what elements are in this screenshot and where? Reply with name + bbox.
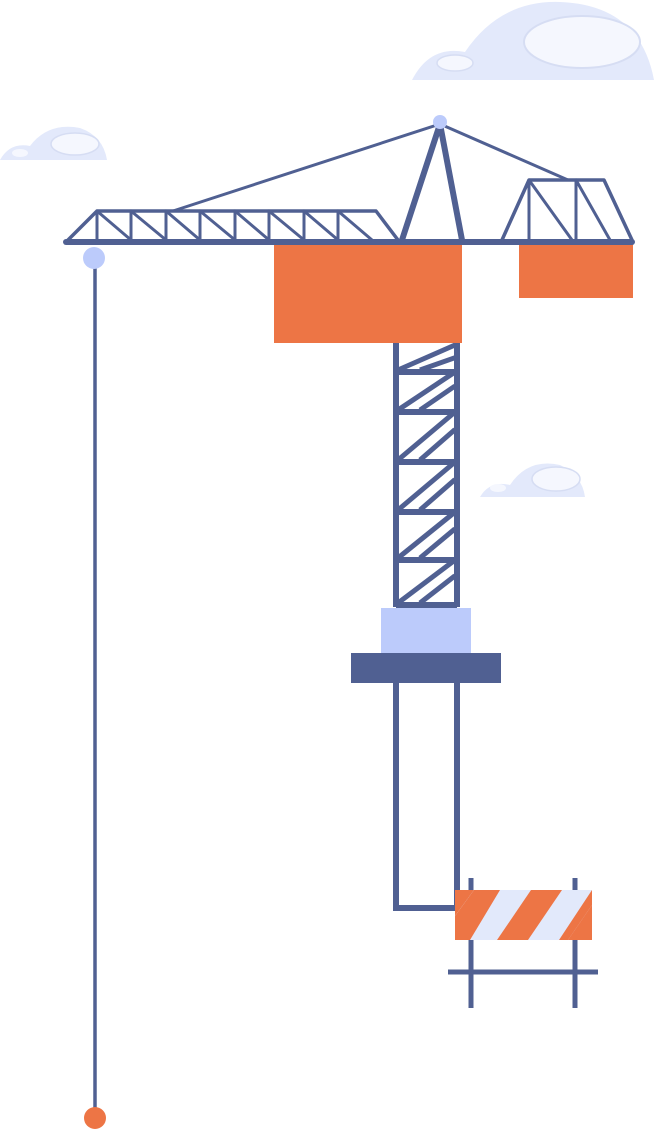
road-barrier — [448, 878, 598, 1008]
tower-diagonal — [418, 526, 457, 560]
tower-diagonal — [418, 573, 457, 605]
tower-base-collar — [381, 608, 471, 654]
tower-diagonal — [418, 427, 457, 462]
mast-top-pulley — [433, 115, 447, 129]
tower-diagonal — [418, 477, 457, 512]
counterweight-rear — [519, 244, 633, 298]
jib-truss-diagonal — [164, 209, 202, 242]
tower-diagonal — [396, 369, 457, 413]
counterweight-main — [274, 244, 462, 343]
jib — [63, 121, 635, 245]
jib-truss-diagonal — [267, 209, 306, 242]
tower-foundation-legs — [393, 683, 460, 911]
cloud-large — [412, 1, 654, 80]
tower-diagonal — [396, 510, 457, 560]
tower-diagonal — [418, 383, 457, 413]
tower — [393, 342, 460, 608]
jib-truss-diagonal — [198, 209, 237, 242]
jib-truss-diagonal — [302, 209, 340, 242]
tower-diagonal — [396, 410, 457, 462]
trolley-pulley — [83, 247, 105, 269]
hook-weight — [84, 1107, 106, 1129]
tower-diagonal — [396, 558, 457, 605]
cloud-small-mid — [480, 463, 585, 497]
jib-truss-diagonal — [129, 209, 168, 242]
jib-truss-diagonal — [336, 209, 374, 242]
tower-diagonal — [396, 460, 457, 512]
jib-truss-diagonal — [233, 209, 271, 242]
tower-base-plate — [351, 653, 501, 683]
tower-diagonal — [419, 355, 456, 373]
jib-truss-diagonal — [95, 209, 133, 242]
cloud-small-left — [0, 126, 107, 160]
tower-diagonal — [396, 342, 457, 373]
